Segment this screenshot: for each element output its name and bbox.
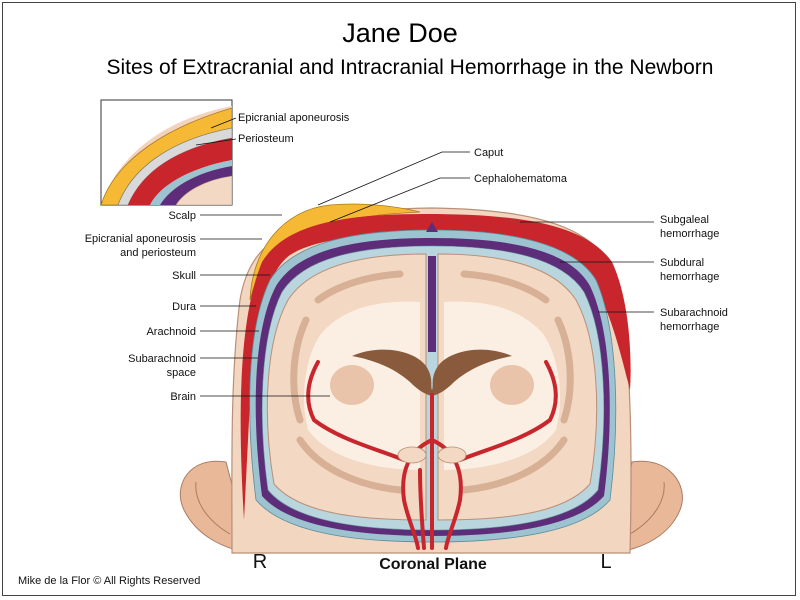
label-scalp: Scalp [168, 210, 196, 222]
leader-lines [195, 117, 654, 397]
right-ear-fold [195, 481, 231, 535]
inset-brain [175, 175, 232, 205]
label-subarachnoid-hem-line2: hemorrhage [660, 321, 719, 333]
right-temporal-lobe-edge [397, 446, 427, 464]
side-marker-left: L [600, 551, 611, 573]
inset-hemorrhage-layer [128, 138, 232, 205]
label-subdural-line2: hemorrhage [660, 271, 719, 283]
credit-line: Mike de la Flor © All Rights Reserved [18, 575, 200, 587]
left-ear-fold [629, 481, 665, 535]
sagittal-sinus [426, 222, 438, 232]
plane-label: Coronal Plane [379, 556, 487, 573]
lateral-ventricles [352, 349, 512, 396]
leader-caput [317, 151, 470, 206]
leader-inset-epicranial [210, 117, 237, 129]
label-subarachnoid-line2: space [167, 367, 196, 379]
label-cephalohematoma: Cephalohematoma [474, 173, 568, 185]
left-temporal-lobe-edge [437, 446, 467, 464]
label-arachnoid: Arachnoid [146, 326, 196, 338]
label-caput: Caput [474, 147, 503, 159]
label-brain: Brain [170, 391, 196, 403]
subgaleal-hemorrhage [240, 214, 631, 520]
label-epicranial-line2: and periosteum [120, 247, 196, 259]
label-subarachnoid-hem-line1: Subarachnoid [660, 307, 728, 319]
label-subdural-line1: Subdural [660, 257, 704, 269]
inset-purple-layer [160, 166, 232, 205]
inset-label-epicranial: Epicranial aponeurosis [238, 112, 350, 124]
label-subgaleal-line1: Subgaleal [660, 214, 709, 226]
label-subgaleal-line2: hemorrhage [660, 228, 719, 240]
left-basal-ganglia [490, 365, 534, 405]
label-epicranial-line1: Epicranial aponeurosis [85, 233, 197, 245]
label-skull: Skull [172, 270, 196, 282]
side-marker-right: R [253, 551, 267, 573]
label-dura: Dura [172, 301, 197, 313]
diagram-subtitle: Sites of Extracranial and Intracranial H… [106, 56, 714, 79]
leader-inset-periosteum [195, 138, 237, 146]
leader-cephalohematoma [329, 177, 470, 223]
right-basal-ganglia [330, 365, 374, 405]
inset-detail [100, 99, 233, 206]
label-subarachnoid-line1: Subarachnoid [128, 353, 196, 365]
diagram-title: Jane Doe [342, 18, 458, 48]
inset-membrane-layer [150, 160, 232, 205]
inset-label-periosteum: Periosteum [238, 133, 294, 145]
falx-cerebri [428, 256, 436, 352]
